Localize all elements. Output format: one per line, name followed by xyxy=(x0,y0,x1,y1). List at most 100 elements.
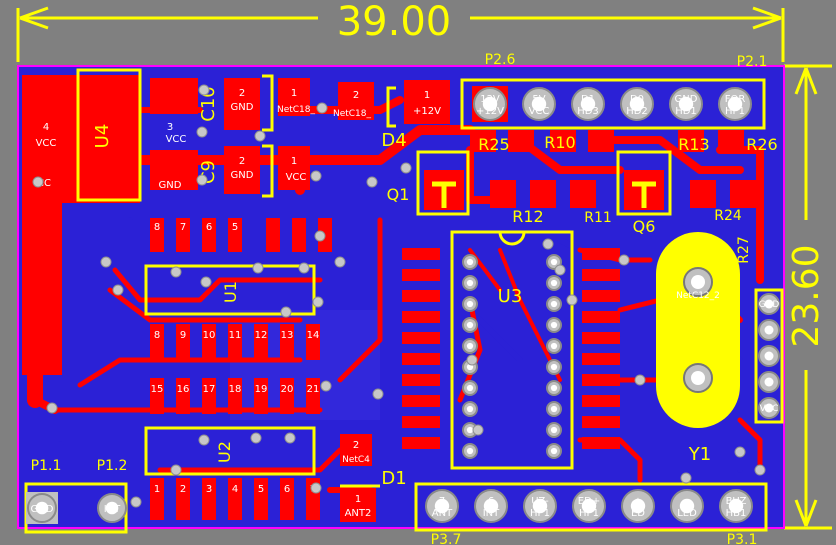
u3-pin-7 xyxy=(462,380,478,396)
u3-pin-1 xyxy=(462,254,478,270)
pad-vcc-pin1: 1 xyxy=(291,156,297,167)
u2-pin-21: 21 xyxy=(307,384,320,395)
y1-net-label: NetC12_2 xyxy=(676,291,720,301)
via-27 xyxy=(472,424,484,436)
right-header-pin-4-label: 2 xyxy=(766,378,772,388)
width-dimension-value: 39.00 xyxy=(337,0,452,45)
p2-pin-5-name: GND xyxy=(675,94,698,105)
u2-pin-12: 12 xyxy=(255,330,268,341)
u3-pin-10 xyxy=(462,443,478,459)
u3-pin-17 xyxy=(546,317,562,333)
p3-pin-3: +ED xyxy=(621,489,655,523)
p3-pin-5: UZ-HP1 xyxy=(523,489,557,523)
via-16 xyxy=(280,306,292,318)
via-36 xyxy=(314,230,326,242)
d4-pin1: 1 xyxy=(424,90,430,101)
via-32 xyxy=(634,374,646,386)
p3-pin-4-net: HP1 xyxy=(579,508,599,519)
right-header-pin-4: 2 xyxy=(758,371,780,393)
c10-pin2: 2 xyxy=(239,88,245,99)
resistor-pack-right xyxy=(582,248,620,449)
u2-pin-14: 14 xyxy=(307,330,320,341)
pad-vcc-net: VCC xyxy=(286,172,307,183)
p3-pin-7-net: ANT xyxy=(432,508,453,519)
c10-pin3: 3 xyxy=(167,122,173,133)
u3-pin-12 xyxy=(546,422,562,438)
c10-pin3-net: VCC xyxy=(166,134,187,145)
u3-pin-15 xyxy=(546,359,562,375)
connector-p3: P3.7 P3.1 7ANT6INTUZ-HP1ED+HP1+ED-LEDBUZ… xyxy=(414,482,768,545)
p2-start-label: P2.6 xyxy=(485,52,516,68)
resistor-pack-left xyxy=(402,248,440,449)
right-header-pin-5-label: VCC xyxy=(760,404,779,414)
u2-pin-6: 6 xyxy=(284,484,290,495)
u1-pin-5: 5 xyxy=(232,222,238,233)
u1-designator: U1 xyxy=(221,281,240,303)
d1-pad2-net: NetC4 xyxy=(342,455,370,465)
u2-pin-3: 3 xyxy=(206,484,212,495)
p3-pin-1-net: HB1 xyxy=(726,508,747,519)
u2-pin-17: 17 xyxy=(203,384,216,395)
p2-end-label: P2.1 xyxy=(737,54,768,70)
y1-designator: Y1 xyxy=(688,444,711,465)
right-header-pin-2: 2 xyxy=(758,319,780,341)
u3-pin-18 xyxy=(546,296,562,312)
u3-pin-13 xyxy=(546,401,562,417)
c9-pin2-net: GND xyxy=(231,170,254,181)
capacitor-c10: C10 2 GND 3 VCC xyxy=(150,74,274,145)
pad-c18-pin1: 1 xyxy=(291,88,297,99)
p3-pin-4-name: ED+ xyxy=(578,496,600,507)
u4-pin-net: VCC xyxy=(36,138,57,149)
u3-pin-11 xyxy=(546,443,562,459)
via-17 xyxy=(320,380,332,392)
p3-pin-3-net: ED xyxy=(631,508,645,519)
p2-pin-6-net: HP1 xyxy=(725,106,745,117)
p2-pin-4-name: D0 xyxy=(630,94,644,105)
r25-designator: R25 xyxy=(478,135,509,154)
r10-designator: R10 xyxy=(544,133,575,152)
u3-pin-8 xyxy=(462,401,478,417)
via-24 xyxy=(170,464,182,476)
u2-pin-8: 8 xyxy=(154,330,160,341)
p2-pin-1-net: +12V xyxy=(476,106,504,117)
height-dimension: 23.60 xyxy=(784,64,832,530)
u2-pin-15: 15 xyxy=(151,384,164,395)
via-12 xyxy=(252,262,264,274)
r27-designator: R27 xyxy=(736,236,752,264)
p1-1-label: P1.1 xyxy=(31,458,62,474)
r26-designator: R26 xyxy=(746,135,777,154)
u3-pin-16 xyxy=(546,338,562,354)
r24-designator: R24 xyxy=(714,208,742,224)
u1-pin-6: 6 xyxy=(206,222,212,233)
r12-designator: R12 xyxy=(512,207,543,226)
d1-pad2: 2 xyxy=(353,440,359,451)
board-outline xyxy=(17,65,785,529)
via-30 xyxy=(566,294,578,306)
p3-pin-7-name: 7 xyxy=(439,496,445,507)
transistor-q6: Q6 xyxy=(616,150,756,236)
right-header-pin-3-label: 3 xyxy=(766,352,772,362)
via-35 xyxy=(680,472,692,484)
via-3 xyxy=(254,130,266,142)
u4-cc-label: CC xyxy=(37,178,51,189)
d1-pad1: 1 xyxy=(355,494,361,505)
p1-pin-1: GND xyxy=(27,493,57,523)
q1-designator: Q1 xyxy=(387,185,410,204)
u3-pin-4 xyxy=(462,317,478,333)
via-9 xyxy=(112,284,124,296)
u2-pin-11: 11 xyxy=(229,330,242,341)
via-18 xyxy=(372,388,384,400)
p2-pin-4-net: HD2 xyxy=(626,106,648,117)
via-26 xyxy=(466,354,478,366)
connector-p2: P2.6 P2.1 12V+12V5VVCCD1HD3D0HD2GNDHD1FO… xyxy=(460,52,768,130)
p1-2-label: P1.2 xyxy=(97,458,128,474)
p3-end-label: P3.1 xyxy=(727,532,758,545)
resistor-row-top: R25 R10 R13 R26 xyxy=(470,130,778,154)
p1-pin-1-label: GND xyxy=(31,504,54,515)
via-11 xyxy=(200,276,212,288)
via-19 xyxy=(46,402,58,414)
